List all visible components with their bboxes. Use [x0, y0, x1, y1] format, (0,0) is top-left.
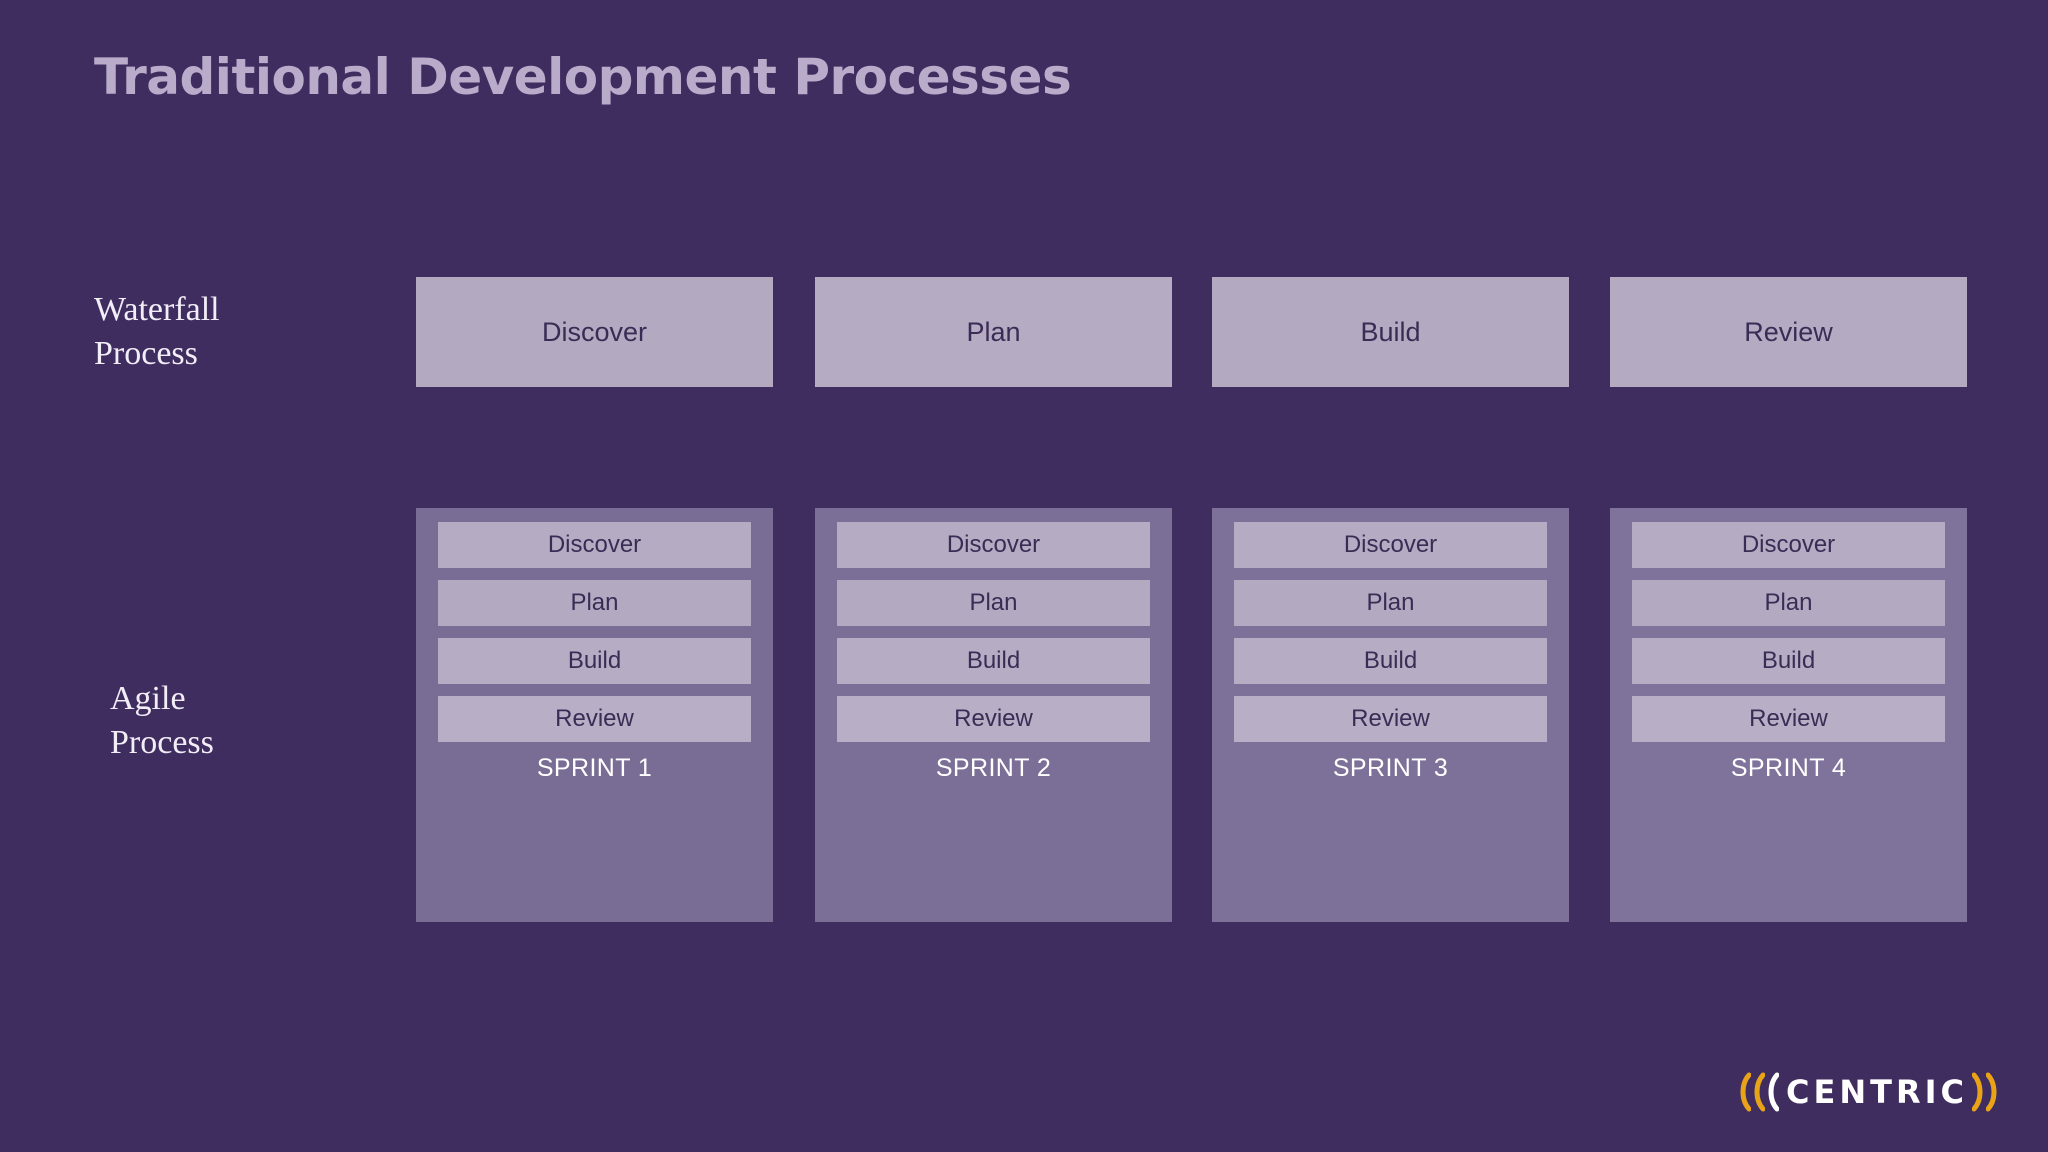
centric-logo: CENTRIC: [1738, 1070, 2000, 1114]
waterfall-stage-build: Build: [1212, 277, 1569, 387]
waterfall-stage-plan: Plan: [815, 277, 1172, 387]
sprint-stage-plan: Plan: [438, 580, 751, 626]
sprint-stage-review: Review: [1632, 696, 1945, 742]
sprint-stage-discover: Discover: [837, 522, 1150, 568]
sprint-stage-build: Build: [438, 638, 751, 684]
sprint-stage-label: Review: [1749, 705, 1828, 732]
logo-arc-gold-icon: [1752, 1072, 1766, 1112]
sprint-stage-label: Plan: [1764, 589, 1813, 616]
sprint-stage-discover: Discover: [1234, 522, 1547, 568]
sprint-stage-review: Review: [1234, 696, 1547, 742]
sprint-stage-label: Review: [555, 705, 634, 732]
sprint-stage-label: Discover: [1741, 531, 1836, 558]
sprint-stage-label: Plan: [969, 589, 1018, 616]
sprint-stage-label: Build: [1363, 647, 1418, 674]
sprint-stage-label: Discover: [547, 531, 642, 558]
sprint-stage-discover: Discover: [438, 522, 751, 568]
sprint-stage-plan: Plan: [837, 580, 1150, 626]
sprint-stage-label: Plan: [1366, 589, 1415, 616]
sprint-name: SPRINT 3: [1332, 754, 1449, 782]
waterfall-stage-label: Plan: [966, 316, 1021, 347]
sprint-stage-plan: Plan: [1632, 580, 1945, 626]
sprint-stage-label: Review: [954, 705, 1033, 732]
waterfall-stage-label: Review: [1744, 316, 1833, 347]
logo-wordmark: CENTRIC: [1786, 1073, 1968, 1111]
sprint-stage-label: Review: [1351, 705, 1430, 732]
sprint-card: Discover Plan Build Review SPRINT 4: [1610, 508, 1967, 922]
sprint-stage-review: Review: [837, 696, 1150, 742]
sprint-stage-label: Discover: [946, 531, 1041, 558]
waterfall-stage-review: Review: [1610, 277, 1967, 387]
page-title: Traditional Development Processes: [94, 48, 1072, 106]
sprint-name: SPRINT 2: [935, 754, 1052, 782]
sprint-stage-label: Build: [1761, 647, 1816, 674]
waterfall-process-label: Waterfall Process: [94, 291, 220, 372]
sprint-stage-plan: Plan: [1234, 580, 1547, 626]
sprint-stage-label: Build: [966, 647, 1021, 674]
sprint-stage-build: Build: [1632, 638, 1945, 684]
sprint-card: Discover Plan Build Review SPRINT 1: [416, 508, 773, 922]
sprint-stage-label: Plan: [570, 589, 619, 616]
logo-arc-gold-icon: [1738, 1072, 1752, 1112]
logo-arc-gold-icon: [1986, 1072, 1999, 1112]
agile-process-label: Agile Process: [110, 680, 214, 761]
sprint-name: SPRINT 1: [536, 754, 653, 782]
logo-arc-gold-icon: [1972, 1072, 1985, 1112]
sprint-stage-label: Build: [567, 647, 622, 674]
sprint-stage-build: Build: [837, 638, 1150, 684]
sprint-stage-build: Build: [1234, 638, 1547, 684]
waterfall-stage-label: Build: [1360, 316, 1421, 347]
sprint-card: Discover Plan Build Review SPRINT 2: [815, 508, 1172, 922]
sprint-stage-review: Review: [438, 696, 751, 742]
waterfall-stage-label: Discover: [541, 316, 648, 347]
sprint-stage-discover: Discover: [1632, 522, 1945, 568]
waterfall-stage-discover: Discover: [416, 277, 773, 387]
sprint-name: SPRINT 4: [1730, 754, 1847, 782]
sprint-stage-label: Discover: [1343, 531, 1438, 558]
logo-arc-white-icon: [1766, 1072, 1780, 1112]
sprint-card: Discover Plan Build Review SPRINT 3: [1212, 508, 1569, 922]
